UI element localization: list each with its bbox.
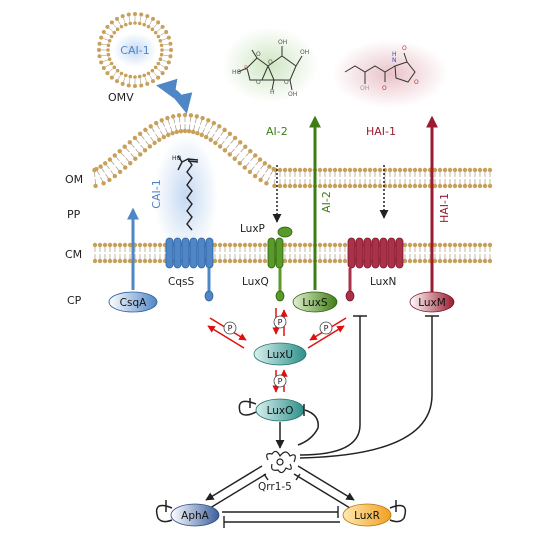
luxu-node: LuxU — [253, 342, 307, 366]
luxo-node: LuxO — [255, 398, 305, 422]
phospho-badge: P — [273, 374, 287, 388]
cai1-molecule — [177, 155, 199, 231]
luxo-side-loop — [297, 409, 319, 446]
luxp-label: LuxP — [240, 223, 265, 235]
ai2-atom: O — [256, 79, 261, 86]
luxm-label: LuxM — [418, 297, 446, 309]
phospho-label: P — [228, 324, 233, 333]
qrr-srna-icon — [266, 450, 296, 474]
apha-autorepression — [155, 504, 173, 523]
hai1-molecule-glow — [332, 40, 448, 108]
ai2-atom: OH — [288, 91, 297, 98]
hai1-atom: N — [392, 57, 397, 64]
omv-label: OMV — [108, 91, 134, 104]
apha-node: AphA — [170, 503, 220, 527]
qrr-regulation — [205, 465, 355, 509]
hai1-molecule — [344, 52, 416, 84]
luxu-label: LuxU — [267, 349, 293, 361]
omv-cargo-label: CAI-1 — [120, 44, 149, 57]
outer-membrane-vesicle: CAI-1 OMV — [97, 12, 173, 104]
phospho-badges: P P P P — [223, 315, 333, 388]
luxpq-receptor — [267, 226, 293, 302]
luxn-receptor — [345, 237, 404, 302]
cai1-glow — [154, 134, 218, 258]
hai1-vertical-label: HAI-1 — [438, 193, 451, 223]
ai2-atom: B — [244, 65, 248, 72]
hai1-atom: O — [414, 79, 419, 86]
hai1-atom: H — [392, 51, 397, 58]
ai2-atom: O — [284, 79, 289, 86]
phospho-label: P — [324, 324, 329, 333]
ai2-atom: H — [270, 89, 275, 96]
hai1-atom: O — [402, 45, 407, 52]
ai2-atom: HO — [232, 69, 242, 76]
omv-cargo-glow — [113, 33, 157, 67]
qrr-label: Qrr1-5 — [258, 481, 292, 493]
ai2-atom: O — [268, 59, 273, 66]
hai1-atom: OH — [360, 85, 369, 92]
luxs-label: LuxS — [302, 297, 328, 309]
membranes — [92, 112, 493, 264]
pp-label: PP — [67, 208, 81, 221]
phospho-label: P — [278, 318, 283, 327]
luxm-node: LuxM — [409, 291, 455, 313]
apha-label: AphA — [181, 510, 210, 522]
luxm-to-qrr-inhibition — [299, 316, 433, 459]
ai2-signal-label: AI-2 — [266, 125, 288, 138]
luxr-label: LuxR — [354, 510, 380, 522]
phospho-badge: P — [223, 321, 237, 335]
luxn-to-qrr-inhibition — [299, 316, 361, 456]
outer-membrane — [92, 112, 493, 189]
cm-label: CM — [65, 248, 82, 261]
cqss-receptor — [165, 237, 214, 302]
ai2-vertical-label: AI-2 — [320, 191, 333, 213]
ai2-atom: O — [256, 51, 261, 58]
hai1-signal-label: HAI-1 — [366, 125, 396, 138]
luxo-autorepression — [238, 400, 257, 416]
phospho-badge: P — [273, 315, 287, 329]
ai2-atom: OH — [300, 49, 309, 56]
luxr-node: LuxR — [342, 503, 392, 527]
phospho-relay — [207, 308, 347, 393]
luxq-label: LuxQ — [242, 276, 269, 288]
cai1-oh-label: HO — [172, 155, 182, 162]
hai1-atom: O — [382, 85, 387, 92]
csqa-label: CsqA — [120, 297, 147, 309]
luxr-autorepression — [389, 504, 407, 523]
luxo-label: LuxO — [267, 405, 294, 417]
om-label: OM — [65, 173, 83, 186]
cqss-label: CqsS — [168, 276, 194, 288]
omv-release-arrow — [156, 78, 186, 106]
cai1-vertical-label: CAI-1 — [150, 179, 163, 208]
cp-label: CP — [67, 294, 82, 307]
luxs-node: LuxS — [292, 291, 338, 313]
csqa-node: CsqA — [108, 291, 158, 313]
ai2-molecule — [237, 46, 303, 91]
phospho-label: P — [278, 377, 283, 386]
ai2-atom: OH — [278, 39, 287, 46]
luxn-label: LuxN — [370, 276, 396, 288]
phospho-badge: P — [319, 321, 333, 335]
